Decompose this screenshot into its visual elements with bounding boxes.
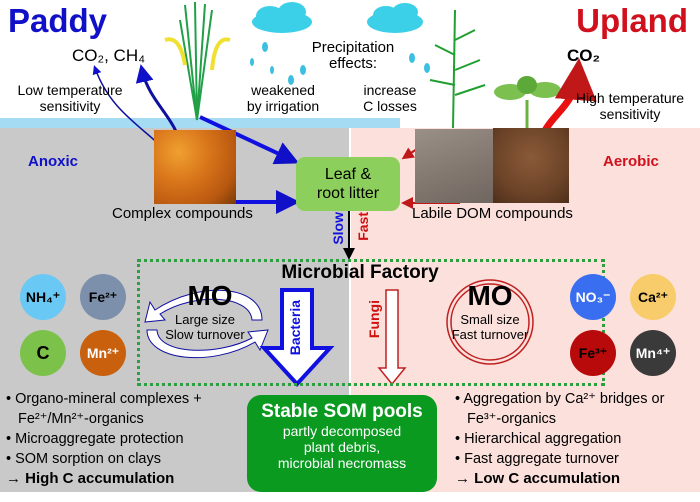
- mo-line: Fast turnover: [451, 327, 529, 342]
- rice-plant-icon: [164, 1, 231, 121]
- list-item-text: Organo-mineral complexes + Fe²⁺/Mn²⁺-org…: [15, 391, 202, 427]
- fungi-label: Fungi: [366, 300, 382, 339]
- precipitation-title-line: effects:: [328, 55, 378, 72]
- list-item-text: Aggregation by Ca²⁺ bridges or Fe³⁺-orga…: [463, 391, 665, 427]
- temperature-note-line: High temperature: [575, 90, 685, 106]
- effect-line: by irrigation: [246, 98, 320, 114]
- mo-line: Slow turnover: [165, 327, 245, 342]
- list-item: • Aggregation by Ca²⁺ bridges or Fe³⁺-or…: [455, 391, 665, 427]
- paddy-gases-label: CO₂, CH₄: [72, 46, 146, 65]
- bacteria-label: Bacteria: [287, 300, 303, 356]
- complex-compounds-label: Complex compounds: [112, 205, 253, 222]
- flood-water-layer: [0, 118, 400, 128]
- effect-line: C losses: [363, 98, 417, 114]
- ion-mn2-badge: Mn²⁺: [80, 330, 126, 376]
- upland-gases-label: CO₂: [567, 46, 601, 65]
- ion-fe3-badge: Fe³⁺: [570, 330, 616, 376]
- som-line: microbial necromass: [277, 455, 407, 471]
- mo-cycle-paddy-icon: [144, 289, 269, 359]
- list-item-text: Microaggregate protection: [15, 431, 184, 447]
- precipitation-upland-effect: increase C losses: [350, 82, 430, 114]
- rice-litter-arrow: [199, 115, 300, 165]
- upland-conclusion: → Low C accumulation: [455, 470, 621, 487]
- upland-title: Upland: [576, 2, 688, 39]
- effect-line: weakened: [251, 82, 315, 98]
- fast-label: Fast: [355, 212, 371, 241]
- temperature-note-line: sensitivity: [39, 98, 101, 114]
- list-item-text: SOM sorption on clays: [15, 451, 161, 467]
- mo-upland-title: MO: [467, 280, 513, 311]
- paddy-title: Paddy: [8, 2, 108, 39]
- temperature-note-line: sensitivity: [599, 106, 661, 122]
- list-item: • Organo-mineral complexes + Fe²⁺/Mn²⁺-o…: [6, 391, 202, 427]
- upland-soil-roots-image: [415, 129, 493, 203]
- upland-mechanisms-list: • Aggregation by Ca²⁺ bridges or Fe³⁺-or…: [455, 389, 700, 489]
- stable-som-pools-box: Stable SOM pools partly decomposed plant…: [247, 395, 437, 492]
- ion-no3-badge: NO₃⁻: [570, 274, 616, 320]
- mo-line: Small size: [460, 312, 520, 327]
- ion-nh4-badge: NH₄⁺: [20, 274, 66, 320]
- list-item: • SOM sorption on clays: [6, 451, 161, 467]
- list-item: • Hierarchical aggregation: [455, 431, 622, 447]
- fungi-pathway-arrow: [377, 289, 407, 386]
- raindrops-icon: [250, 42, 430, 85]
- anoxic-label: Anoxic: [28, 153, 79, 170]
- som-line: plant debris,: [303, 439, 381, 455]
- mo-upland-description: Small size Fast turnover: [440, 312, 540, 342]
- ion-fe2-badge: Fe²⁺: [80, 274, 126, 320]
- mo-paddy-description: Large size Slow turnover: [150, 312, 260, 342]
- upland-temperature-note: High temperature sensitivity: [560, 90, 700, 122]
- labile-dom-label: Labile DOM compounds: [412, 205, 573, 222]
- bacteria-pathway-arrow: [259, 288, 335, 387]
- som-line: partly decomposed: [282, 423, 402, 439]
- temperature-note-line: Low temperature: [17, 82, 123, 98]
- ion-carbon-badge: C: [20, 330, 66, 376]
- cloud-icon: [367, 3, 423, 33]
- list-item: • Microaggregate protection: [6, 431, 184, 447]
- precipitation-title-line: Precipitation: [311, 39, 395, 56]
- list-item-text: Hierarchical aggregation: [464, 431, 622, 447]
- paddy-conclusion: → High C accumulation: [6, 470, 175, 487]
- upland-soil-seedling-image: [493, 128, 569, 203]
- paddy-soil-image: [154, 130, 236, 204]
- mo-cycle-upland-icon: [446, 279, 534, 365]
- seedling-icon: [494, 76, 561, 150]
- cloud-icon: [252, 2, 312, 33]
- precipitation-title: Precipitation effects:: [283, 40, 423, 72]
- microbial-factory-title: Microbial Factory: [281, 262, 439, 283]
- paddy-temperature-note: Low temperature sensitivity: [5, 82, 135, 114]
- microbial-factory-box: [137, 259, 605, 386]
- mo-paddy-title: MO: [187, 280, 233, 311]
- som-title: Stable SOM pools: [261, 401, 423, 422]
- paddy-mechanisms-list: • Organo-mineral complexes + Fe²⁺/Mn²⁺-o…: [6, 389, 241, 489]
- litter-label-line: Leaf &: [324, 166, 372, 183]
- litter-label-line: root litter: [316, 185, 380, 202]
- ion-ca2-badge: Ca²⁺: [630, 274, 676, 320]
- list-item-text: Fast aggregate turnover: [464, 451, 619, 467]
- maize-plant-icon: [429, 9, 486, 129]
- slow-label: Slow: [330, 212, 346, 245]
- ion-mn4-badge: Mn⁴⁺: [630, 330, 676, 376]
- effect-line: increase: [363, 82, 417, 98]
- list-item: • Fast aggregate turnover: [455, 451, 619, 467]
- precipitation-paddy-effect: weakened by irrigation: [238, 82, 328, 114]
- leaf-root-litter-box: Leaf & root litter: [296, 157, 400, 211]
- mo-line: Large size: [175, 312, 235, 327]
- aerobic-label: Aerobic: [603, 153, 659, 170]
